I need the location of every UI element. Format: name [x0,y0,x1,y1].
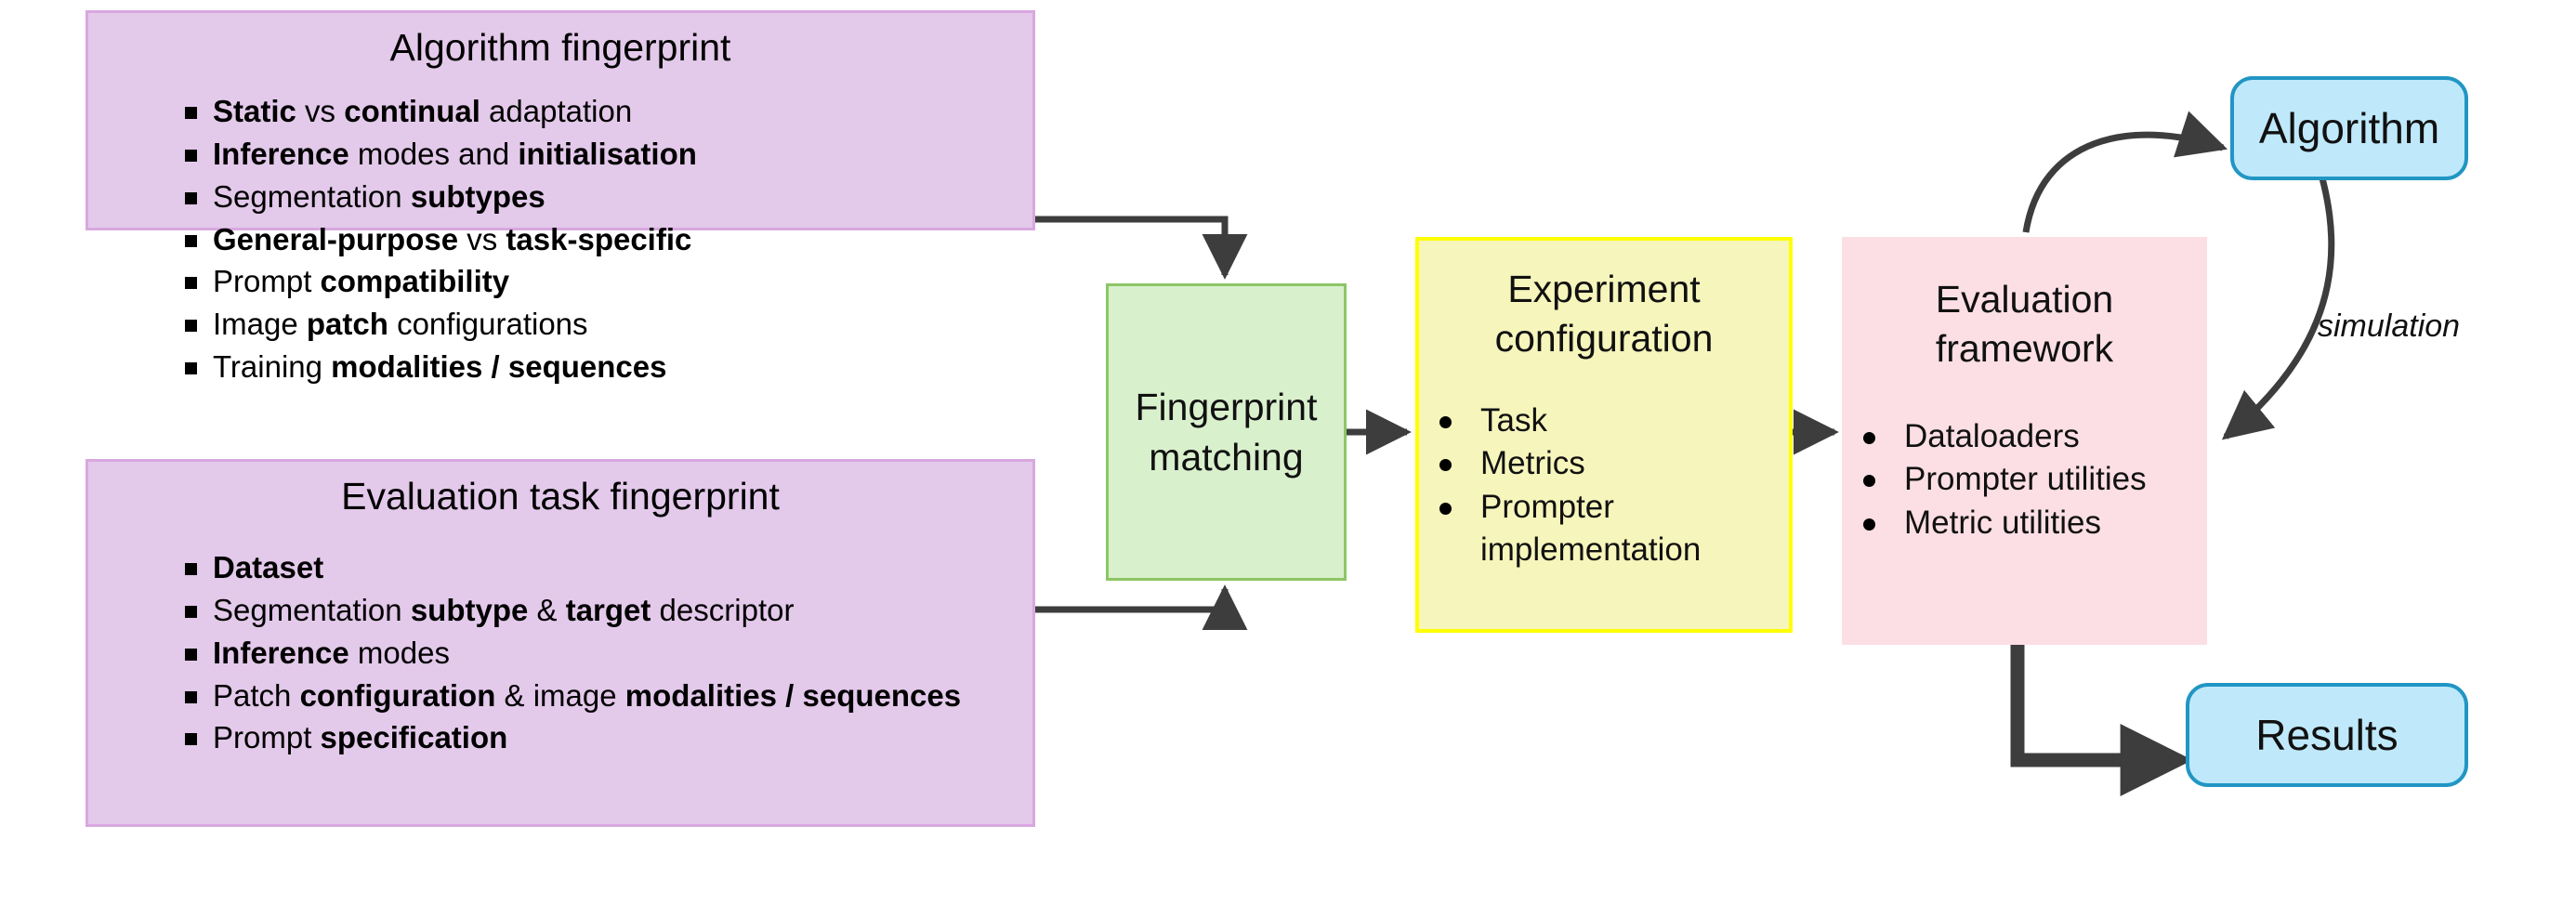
list-item: Patch configuration & image modalities /… [174,675,1032,717]
list-item: Prompter utilities [1843,458,2206,502]
edge-framework-to-algorithm [2022,111,2228,233]
list-item-text-run: descriptor [651,592,795,627]
list-item: Segmentation subtypes [174,176,1032,218]
list-item: Inference modes [174,632,1032,675]
list-item-text-run: Training [213,349,332,385]
list-item: Prompt specification [174,716,1032,759]
evaluation-framework-title: Evaluation framework [1843,238,2206,374]
algorithm-fingerprint-title: Algorithm fingerprint [389,26,731,69]
list-item-text-run: Image [213,307,307,342]
list-item-text-run: modalities / sequences [624,677,962,713]
list-item-text-run: compatibility [320,264,510,299]
evaluation-framework-line1: Evaluation [1935,278,2114,321]
evaluation-framework-line2: framework [1935,327,2114,371]
list-item: Inference modes and initialisation [174,133,1032,176]
list-item-text-run: continual [344,94,480,128]
experiment-configuration-line2: configuration [1494,317,1714,361]
experiment-configuration-title: Experiment configuration [1419,241,1789,364]
list-item-text-run: Segmentation [213,178,411,214]
list-item: Metrics [1419,442,1789,486]
simulation-edge-label: simulation [2318,308,2461,344]
list-item: Prompt compatibility [174,260,1032,303]
results-node: Results [2186,683,2468,787]
edge-algfp-to-matching [1034,216,1248,280]
list-item-text-run: modes [348,635,450,670]
list-item: General-purpose vs task-specific [174,218,1032,261]
list-item-text-run: patch [306,307,388,342]
fingerprint-matching-line1: Fingerprint [1135,385,1318,428]
algorithm-node-label: Algorithm [2258,104,2440,152]
experiment-configuration-line1: Experiment [1507,268,1701,310]
list-item: Dataloaders [1843,415,2206,459]
list-item-text-run: & image [495,677,625,713]
evaluation-task-fingerprint-panel: Evaluation task fingerprint Dataset Segm… [85,459,1035,827]
results-node-label: Results [2255,711,2399,759]
list-item-text-run: adaptation [480,94,633,128]
list-item-text-run: Inference [213,635,349,670]
list-item-text-run: configuration [299,677,496,713]
experiment-configuration-list: Task Metrics Prompter implementation [1419,400,1789,572]
algorithm-fingerprint-panel: Algorithm fingerprint Static vs continua… [85,10,1035,384]
list-item: Training modalities / sequences [174,346,1032,388]
list-item-text-run: Dataset [213,550,324,584]
list-item: Dataset [174,546,1032,589]
list-item-text-run: vs [296,94,345,128]
list-item-text-run: Prompt [213,720,321,755]
list-item-text-run: Patch [213,677,300,713]
edge-taskfp-to-matching [1034,584,1248,631]
list-item: Static vs continual adaptation [174,90,1032,133]
list-item-text-run: target [565,592,651,627]
evaluation-task-fingerprint-title: Evaluation task fingerprint [341,475,780,518]
edge-framework-to-results [2010,645,2193,796]
list-item: Image patch configurations [174,303,1032,346]
experiment-configuration-box: Experiment configuration Task Metrics Pr… [1415,237,1793,633]
list-item-text-run: modes and [348,136,519,171]
evaluation-framework-box: Evaluation framework Dataloaders Prompte… [1842,237,2207,645]
list-item: Segmentation subtype & target descriptor [174,589,1032,632]
algorithm-fingerprint-list: Static vs continual adaptation Inference… [88,90,1032,388]
list-item-text-run: Prompt [213,264,321,299]
evaluation-framework-list: Dataloaders Prompter utilities Metric ut… [1843,415,2206,545]
list-item-text-run: Segmentation [213,592,411,627]
list-item-text-run: General-purpose [213,221,459,256]
list-item-text-run: Static [213,94,296,128]
evaluation-task-fingerprint-list: Dataset Segmentation subtype & target de… [88,546,1032,759]
list-item-text-run: Inference [213,136,349,171]
algorithm-node: Algorithm [2230,76,2468,180]
fingerprint-matching-box: Fingerprint matching [1106,283,1347,581]
list-item: Task [1419,400,1789,443]
list-item: Metric utilities [1843,502,2206,545]
list-item-text-run: modalities / sequences [331,349,667,385]
list-item-text-run: initialisation [518,136,697,171]
fingerprint-matching-line2: matching [1149,436,1304,479]
list-item-text-run: subtypes [410,178,545,214]
list-item-text-run: task-specific [506,221,692,256]
list-item-text-run: & [528,592,566,627]
list-item: Prompter implementation [1419,486,1789,572]
fingerprint-matching-label: Fingerprint matching [1136,382,1318,482]
edge-algorithm-to-framework [2221,149,2335,440]
list-item-text-run: subtype [410,592,529,627]
list-item-text-run: specification [320,720,508,755]
list-item-text-run: vs [458,221,506,256]
list-item-text-run: configurations [388,307,588,342]
